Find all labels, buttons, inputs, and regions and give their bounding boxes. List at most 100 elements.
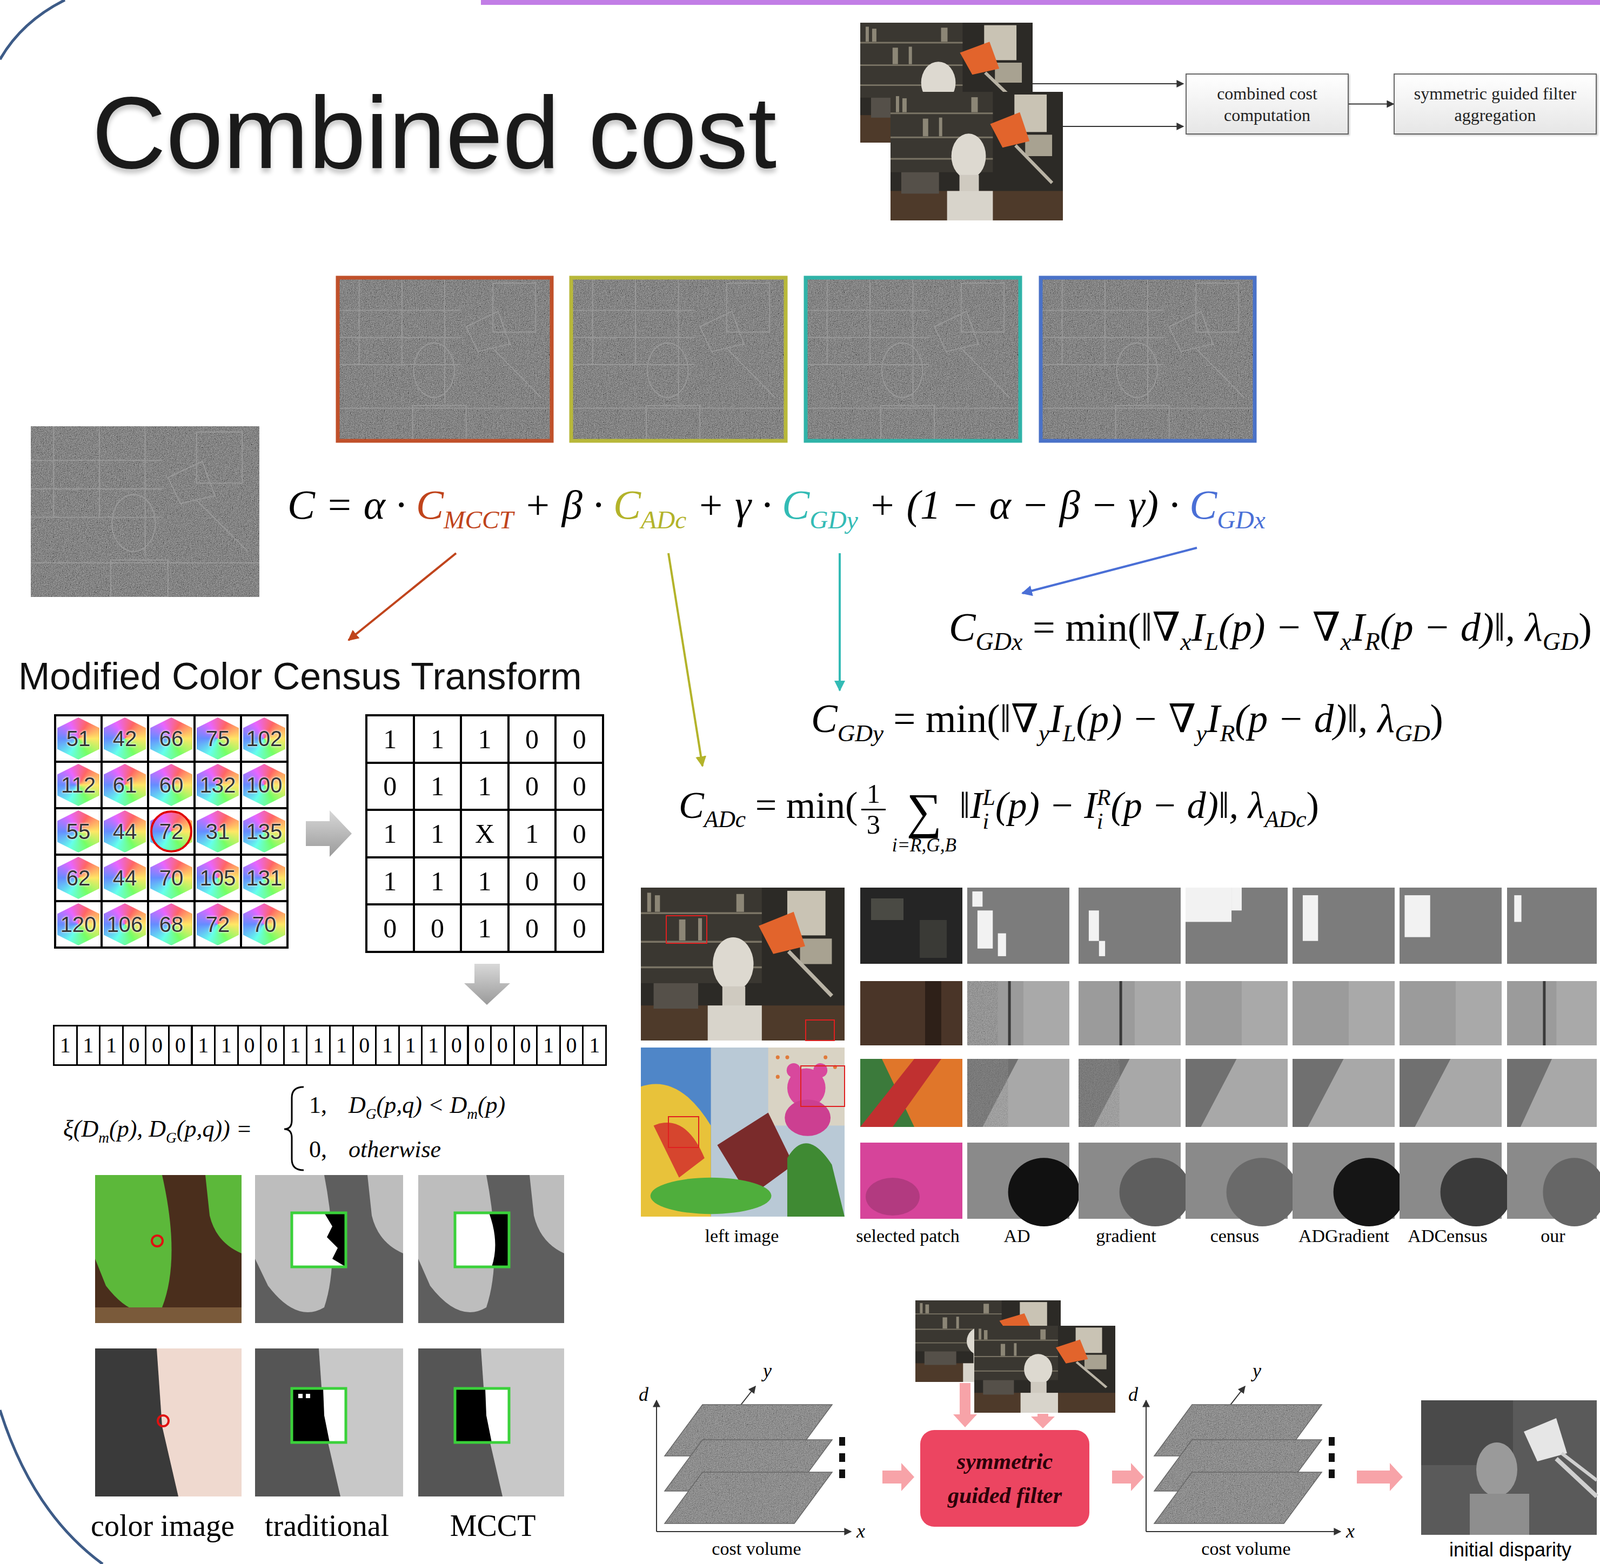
formula-text: )	[1306, 784, 1319, 827]
formula-text: I	[1351, 605, 1365, 650]
census-bit: 1	[430, 772, 445, 800]
formula-text: C	[416, 481, 444, 528]
decor-use	[805, 277, 1021, 441]
axis-label: d	[1128, 1384, 1138, 1407]
grid-cell: 135	[242, 809, 287, 854]
pixel-value: 61	[112, 774, 138, 796]
census-bit: 0	[430, 914, 445, 942]
sum-sign: ∑	[906, 786, 942, 836]
census-bit: 0	[572, 725, 587, 753]
bit-value: 1	[405, 1034, 417, 1057]
pixel-value: 70	[252, 913, 277, 936]
disparity-patch	[967, 1059, 1019, 1128]
bit-cell: 0	[261, 1026, 284, 1065]
pixel-value: 31	[205, 820, 231, 843]
census-examples	[95, 1175, 565, 1497]
bit-cell: 0	[491, 1026, 514, 1065]
grid-cell: 112	[56, 762, 101, 808]
pixel-value: 120	[60, 913, 97, 936]
formula-text: (p) − ∇	[1218, 605, 1341, 650]
cost-slice	[664, 1472, 833, 1524]
decor-line	[1062, 125, 1184, 127]
grid-cell: 42	[102, 716, 147, 761]
decor-use	[571, 277, 786, 441]
cost-slice	[1154, 1472, 1322, 1524]
decor-rect	[95, 1175, 242, 1324]
formula: CGDy = min(‖∇yIL(p) − ∇yIR(p − d)‖, λGD)	[811, 693, 1444, 746]
formula-text: (p,q) < D	[376, 1092, 467, 1119]
bit-value: 0	[497, 1034, 508, 1057]
subscript: i	[982, 809, 996, 834]
decor-rect	[1040, 277, 1255, 441]
disparity-patch	[1507, 887, 1597, 964]
grid-cell: 1	[414, 764, 461, 810]
left-images	[640, 887, 845, 1217]
census-bit: 0	[383, 772, 397, 800]
patch-photo	[925, 981, 942, 1046]
output-caption: initial disparity	[1449, 1538, 1572, 1562]
bit-value: 1	[82, 1034, 94, 1057]
formula-text: = min(	[745, 784, 858, 827]
example-caption: color image	[90, 1508, 235, 1544]
disparity-patch	[1119, 1157, 1191, 1227]
grid-cell: 31	[195, 809, 240, 854]
pixel-value: 51	[66, 727, 91, 750]
decor-ellipse	[1476, 1442, 1518, 1497]
bit-value: 1	[543, 1034, 554, 1057]
sub-superscript: Ri	[1096, 785, 1111, 834]
ellipsis-dot	[1328, 1469, 1335, 1479]
bit-cell: 1	[422, 1026, 445, 1065]
node-text: symmetric guided filter aggregation	[1402, 82, 1589, 126]
formula-text: otherwise	[348, 1136, 441, 1163]
ellipsis-dot	[1328, 1453, 1335, 1463]
grid-cell: 0	[509, 764, 555, 810]
grid-cell: 0	[414, 905, 461, 952]
result-caption: our	[1540, 1225, 1565, 1247]
grid-cell: 66	[149, 716, 194, 761]
pixel-value: 132	[199, 774, 237, 796]
bit-value: 1	[59, 1034, 71, 1057]
subscript: GD	[1542, 627, 1579, 656]
bit-cell: 0	[169, 1026, 192, 1065]
decor-rect	[298, 1394, 303, 1399]
decor-line	[838, 553, 841, 691]
decor-rect	[291, 1388, 346, 1443]
census-bit: 1	[477, 914, 492, 942]
subscript: ADc	[1264, 806, 1307, 833]
section-heading: Modified Color Census Transform	[18, 654, 582, 699]
grid-cell: 1	[462, 905, 508, 952]
bit-value: 1	[290, 1034, 301, 1057]
bit-value: 1	[382, 1034, 393, 1057]
bit-value: 1	[221, 1034, 232, 1057]
decor-path	[0, 0, 65, 60]
decor-path	[156, 1348, 242, 1497]
census-bit: 0	[525, 867, 539, 895]
decor-rect	[255, 1175, 404, 1324]
disparity-error	[977, 910, 993, 949]
bit-value: 1	[105, 1034, 117, 1057]
formula: ξ(Dm(p), DG(p,q)) =	[63, 1113, 252, 1145]
grid-cell: 120	[56, 902, 101, 947]
ellipsis-dot	[839, 1453, 846, 1463]
axis-label: x	[1346, 1521, 1355, 1543]
grid-cell: 0	[556, 858, 602, 905]
bit-cell: 0	[238, 1026, 261, 1065]
disparity-patch	[1226, 1157, 1298, 1227]
patch-photo	[871, 898, 904, 921]
grid-cell: 0	[367, 905, 413, 952]
result-caption: census	[1210, 1225, 1260, 1247]
bit-value: 0	[129, 1034, 140, 1057]
pixel-value: 102	[246, 727, 283, 750]
decor-g	[666, 915, 845, 1148]
grid-cell: 0	[509, 716, 555, 762]
result-caption: selected patch	[855, 1225, 960, 1247]
decor-polygon	[305, 810, 352, 858]
formula: 0,otherwise	[309, 1134, 441, 1166]
formula-text: C	[948, 605, 976, 650]
disparity-patch	[1542, 1157, 1600, 1227]
formula-text: (p − d)‖, λ	[1380, 605, 1543, 650]
decor-polygon	[464, 963, 511, 1006]
census-bit: 0	[525, 914, 539, 942]
grid-cell: 1	[462, 716, 508, 762]
disparity-patch	[967, 981, 1070, 1046]
